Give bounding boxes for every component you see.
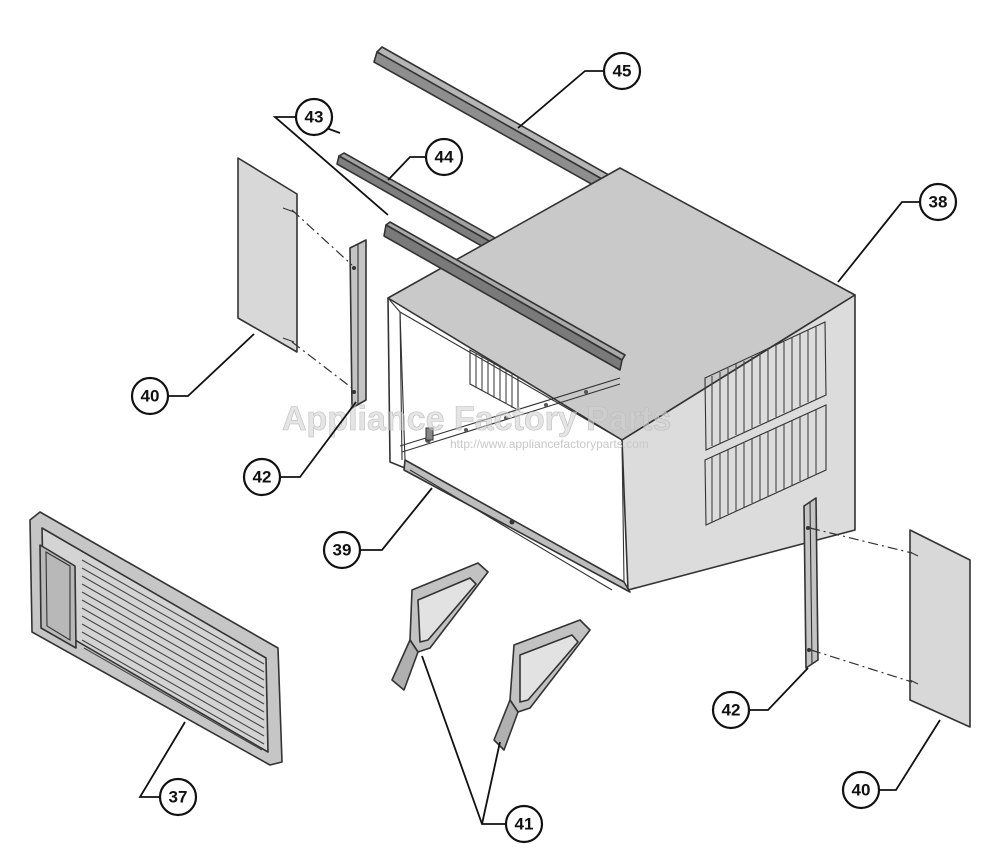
part-42-right-angle (803, 497, 819, 669)
part-37-front-grille (29, 511, 283, 766)
part-40-left-side-panel (237, 157, 298, 353)
callout-40-right-label: 40 (852, 781, 871, 800)
callout-39-label: 39 (333, 541, 352, 560)
leader-lines (138, 70, 941, 825)
callout-42-left-label: 42 (253, 468, 272, 487)
part-41-support-bracket-right (493, 619, 591, 751)
callout-38: 38 (918, 182, 958, 222)
callout-42-right: 42 (711, 690, 751, 730)
callout-37-label: 37 (169, 788, 188, 807)
part-40-right-side-panel (909, 529, 971, 728)
right-lower-fastener-path (810, 649, 913, 683)
left-upper-fastener-path (291, 209, 353, 266)
callout-37: 37 (158, 777, 198, 817)
part-41-support-bracket-left (391, 562, 489, 691)
part-42-left-angle (349, 239, 367, 409)
watermark-url: http://www.appliancefactoryparts.com (450, 437, 649, 451)
cabinet-inner-grille (469, 349, 519, 411)
callout-41: 41 (504, 804, 544, 844)
callout-45-label: 45 (613, 62, 632, 81)
watermark-brand: Appliance Factory Parts (282, 400, 671, 438)
callout-40-left-label: 40 (141, 387, 160, 406)
callout-44-label: 44 (435, 148, 454, 167)
callout-45: 45 (602, 51, 642, 91)
callout-44: 44 (424, 137, 464, 177)
cabinet-side-louvers (704, 321, 827, 526)
callout-38-label: 38 (929, 193, 948, 212)
callout-43: 43 (294, 97, 334, 137)
callout-43-label: 43 (305, 108, 324, 127)
callout-42-left: 42 (242, 457, 282, 497)
callout-41-label: 41 (515, 815, 534, 834)
part-38-cabinet (387, 167, 856, 593)
callout-40-left: 40 (130, 376, 170, 416)
part-43-seal-strip (383, 221, 626, 371)
callout-39: 39 (322, 530, 362, 570)
callout-42-right-label: 42 (722, 701, 741, 720)
right-upper-fastener-path (809, 527, 913, 554)
callout-40-right: 40 (841, 770, 881, 810)
left-lower-fastener-path (291, 341, 353, 389)
